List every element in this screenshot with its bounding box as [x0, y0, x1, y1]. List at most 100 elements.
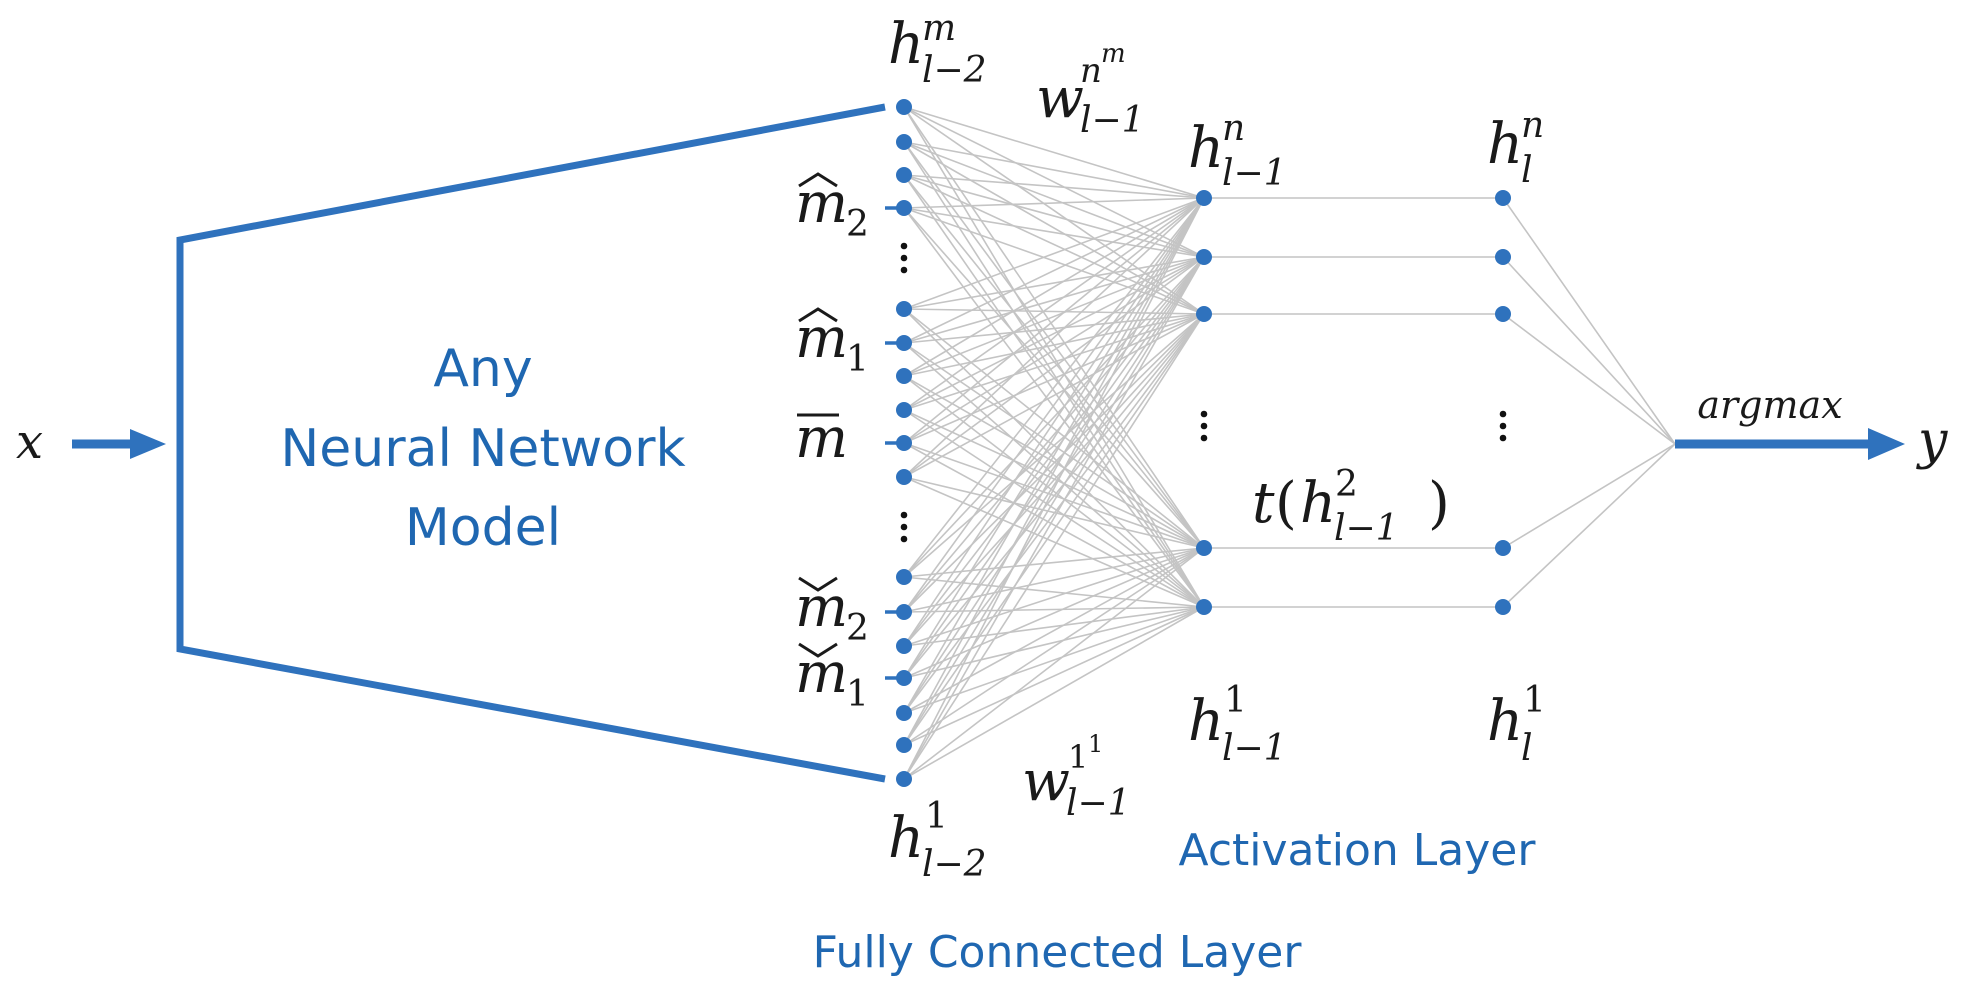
- svg-text:m: m: [795, 406, 848, 471]
- fc-edge: [903, 342, 1205, 608]
- fc-edge: [903, 606, 1205, 746]
- hat-accent: [798, 307, 838, 323]
- svg-text:l−1: l−1: [1334, 508, 1399, 549]
- svg-text:h: h: [1188, 689, 1224, 754]
- svg-text:l−1: l−1: [1222, 728, 1287, 769]
- svg-text:m: m: [795, 171, 848, 236]
- fc-edge: [903, 106, 1205, 549]
- fc-edge: [903, 141, 1205, 315]
- fc-edge: [903, 106, 1205, 258]
- fc-edge: [903, 313, 1205, 714]
- ellipsis-icon: [900, 266, 908, 274]
- group-label-m-hat-2: m2: [795, 171, 869, 245]
- open-paren: (: [1275, 471, 1297, 536]
- fc-edge: [903, 606, 1205, 714]
- fc-edge: [903, 197, 1205, 444]
- fc-edge: [903, 197, 1205, 209]
- fc-edge: [903, 207, 1205, 608]
- hidden-node: [1196, 540, 1212, 556]
- svg-text:m: m: [922, 8, 956, 49]
- svg-text:w: w: [1036, 66, 1084, 131]
- input-label: x: [16, 414, 43, 470]
- svg-text:1: 1: [1523, 680, 1546, 721]
- input-node: [896, 435, 912, 451]
- label-h-1-l-1: h 1 l−1: [1188, 680, 1287, 769]
- fc-edge: [903, 174, 1205, 258]
- svg-text:h: h: [888, 12, 924, 77]
- model-label-line-2: Neural Network: [280, 419, 685, 479]
- fully-connected-edges: [903, 106, 1205, 780]
- label-h-n-l: h n l: [1487, 105, 1544, 191]
- svg-text:l−1: l−1: [1066, 783, 1131, 824]
- input-arrow-head: [130, 429, 166, 459]
- fc-edge: [903, 606, 1205, 647]
- ellipsis-icon: [900, 511, 908, 519]
- svg-text:2: 2: [846, 204, 869, 245]
- fc-edge: [903, 409, 1205, 608]
- activation-node: [1495, 190, 1511, 206]
- check-accent: [798, 642, 838, 658]
- input-node: [896, 771, 912, 787]
- svg-text:l−1: l−1: [1222, 153, 1287, 194]
- fc-edge: [903, 197, 1205, 613]
- svg-text:t: t: [1252, 471, 1275, 536]
- fc-edge: [903, 313, 1205, 411]
- fc-edge: [903, 547, 1205, 714]
- input-node: [896, 99, 912, 115]
- label-h-1-l: h 1 l: [1487, 680, 1546, 769]
- svg-text:m: m: [795, 641, 848, 706]
- ellipsis-icon: [1499, 434, 1507, 442]
- label-h-m-l-2: h m l−2: [888, 8, 987, 91]
- fc-edge: [903, 106, 1205, 199]
- output-converge-edges: [1502, 197, 1676, 608]
- hidden-node: [1196, 190, 1212, 206]
- fc-edge: [903, 308, 1205, 608]
- output-edge: [1502, 256, 1676, 445]
- output-edge: [1502, 197, 1676, 445]
- fc-edge: [903, 141, 1205, 608]
- group-label-m-hat-1: m1: [795, 306, 869, 380]
- fc-edge: [903, 547, 1205, 746]
- svg-text:m: m: [795, 575, 848, 640]
- output-edge: [1502, 313, 1676, 445]
- fc-edge: [903, 197, 1205, 714]
- hidden-node: [1196, 249, 1212, 265]
- fc-edge: [903, 313, 1205, 444]
- svg-text:n: n: [1521, 105, 1544, 146]
- activation-node: [1495, 599, 1511, 615]
- fc-edge: [903, 256, 1205, 714]
- svg-text:m: m: [1101, 39, 1126, 69]
- svg-text:h: h: [1487, 689, 1523, 754]
- fully-connected-layer-caption: Fully Connected Layer: [813, 927, 1303, 978]
- fc-edge: [903, 308, 1205, 315]
- input-node: [896, 638, 912, 654]
- fc-edge: [903, 197, 1205, 411]
- svg-text:h: h: [1188, 116, 1224, 181]
- fc-edge: [903, 606, 1205, 679]
- hat-accent: [798, 172, 838, 188]
- svg-text:h: h: [1300, 471, 1336, 536]
- ellipsis-icon: [900, 535, 908, 543]
- weight-label-bottom: w 1 1 l−1: [1022, 730, 1131, 824]
- fc-edge: [903, 174, 1205, 315]
- close-paren: ): [1428, 471, 1450, 536]
- svg-text:2: 2: [846, 608, 869, 649]
- fc-edge: [903, 375, 1205, 608]
- fc-edge: [903, 197, 1205, 310]
- fc-edge: [903, 256, 1205, 746]
- input-node: [896, 368, 912, 384]
- fc-edge: [903, 256, 1205, 578]
- ellipsis-icon: [1499, 410, 1507, 418]
- fc-edge: [903, 197, 1205, 679]
- svg-text:1: 1: [925, 796, 948, 837]
- fc-edge: [903, 313, 1205, 377]
- fc-edge: [903, 256, 1205, 780]
- svg-text:m: m: [795, 306, 848, 371]
- output-arrow-head: [1868, 428, 1905, 460]
- svg-text:1: 1: [846, 339, 869, 380]
- model-label-line-1: Any: [433, 339, 532, 399]
- input-node: [896, 705, 912, 721]
- ellipsis-icon: [900, 242, 908, 250]
